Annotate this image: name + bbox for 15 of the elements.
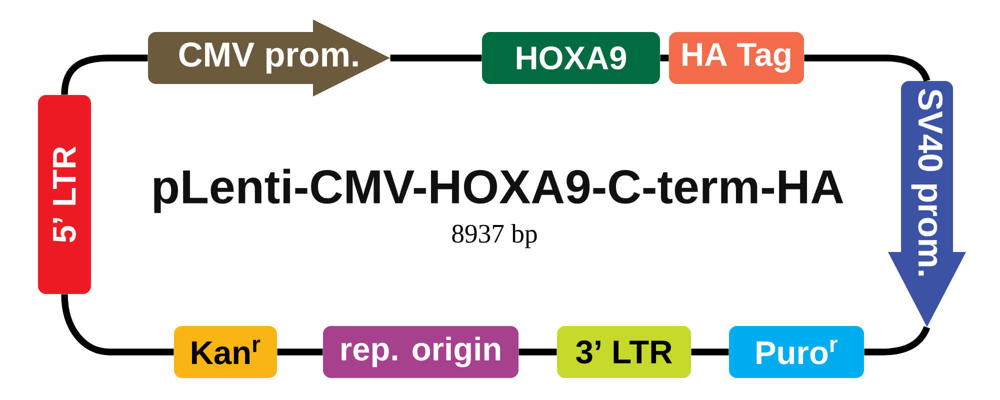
backbone-line	[660, 54, 669, 62]
backbone-line	[277, 348, 323, 356]
plasmid-name: pLenti-CMV-HOXA9-C-term-HA	[154, 168, 844, 214]
backbone-line	[61, 294, 174, 356]
feature-box: Kan$^{r}$	[174, 326, 277, 378]
plasmid-size: 8937 bp	[452, 224, 537, 248]
feature-box: rep. origin	[323, 326, 518, 378]
backbone-line	[518, 348, 557, 356]
feature-box: 5’ LTR	[38, 95, 91, 294]
backbone-line	[691, 348, 729, 356]
feature-box: HOXA9	[482, 32, 660, 84]
feature-box: Puro$^{r}$	[729, 326, 864, 378]
backbone-line	[390, 54, 482, 62]
feature-box: 3’ LTR	[557, 326, 691, 378]
feature-box: HA Tag	[669, 32, 804, 84]
